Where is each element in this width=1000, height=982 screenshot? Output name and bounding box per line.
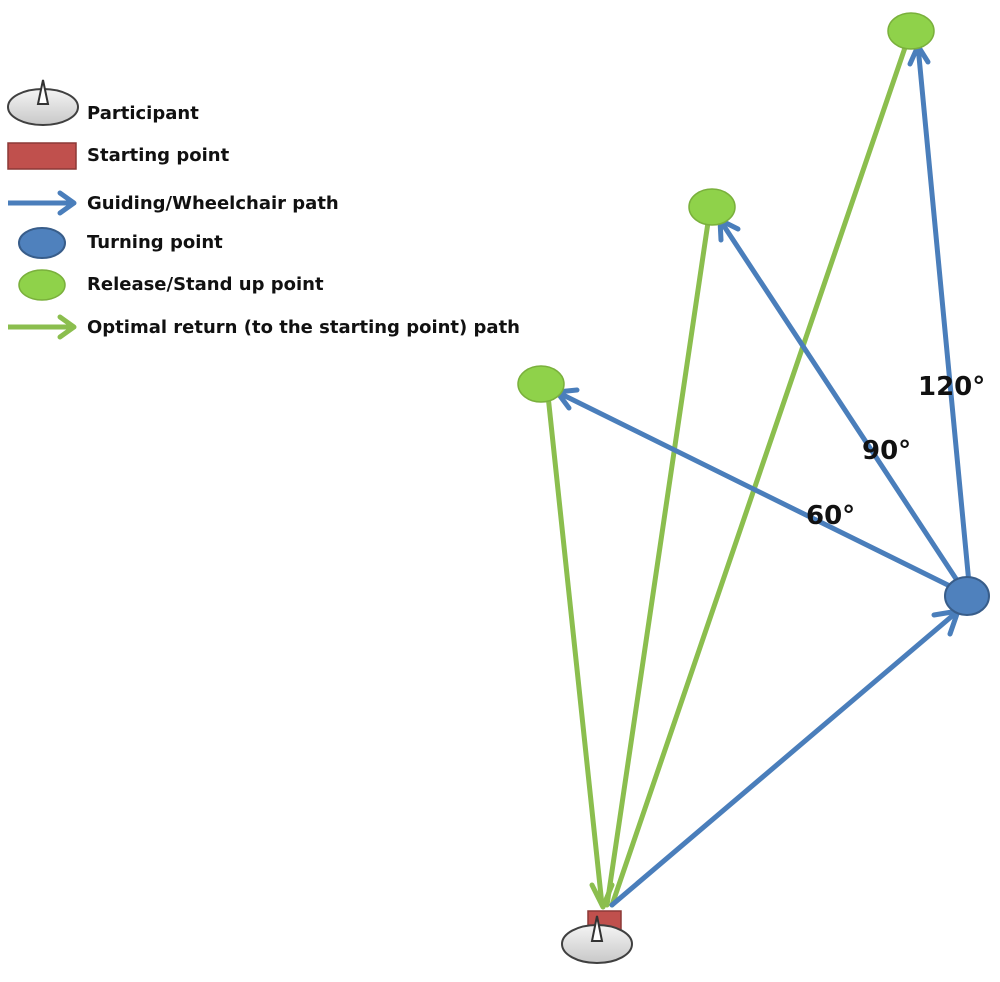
return-path-60 — [544, 383, 605, 908]
guiding-path-120 — [915, 43, 973, 597]
release-point-60 — [517, 365, 565, 403]
guiding-path-legend-arrow — [8, 190, 77, 216]
angle-label-120: 120° — [918, 372, 985, 402]
return-arrowheads — [589, 882, 615, 910]
legend-participant-label: Participant — [87, 103, 199, 124]
guiding-paths — [554, 43, 973, 908]
guiding-path-start-to-turn — [609, 608, 961, 908]
angle-label-60: 60° — [806, 501, 855, 531]
guiding-path-90 — [717, 217, 969, 597]
optimal-return-legend-arrow — [8, 314, 77, 340]
turning-point — [944, 576, 990, 616]
release-point-120 — [887, 12, 935, 50]
starting-point-legend-icon — [7, 142, 77, 170]
legend-guiding-path-label: Guiding/Wheelchair path — [87, 193, 339, 214]
release-point-legend-icon — [18, 269, 66, 301]
legend: Participant Starting point Guiding/Wheel… — [7, 79, 520, 340]
return-path-120 — [609, 30, 913, 908]
legend-starting-point-label: Starting point — [87, 145, 230, 166]
guiding-path-60 — [554, 389, 969, 597]
turning-point-legend-icon — [18, 227, 66, 259]
return-path-90 — [604, 206, 713, 908]
legend-release-point-label: Release/Stand up point — [87, 274, 324, 295]
legend-optimal-return-label: Optimal return (to the starting point) p… — [87, 317, 520, 338]
return-paths — [544, 30, 913, 908]
legend-turning-point-label: Turning point — [87, 232, 223, 253]
release-point-90 — [688, 188, 736, 226]
participant — [561, 915, 633, 964]
return-arrowhead — [589, 882, 615, 910]
participant-legend-icon — [7, 79, 79, 126]
angle-label-90: 90° — [862, 436, 911, 466]
